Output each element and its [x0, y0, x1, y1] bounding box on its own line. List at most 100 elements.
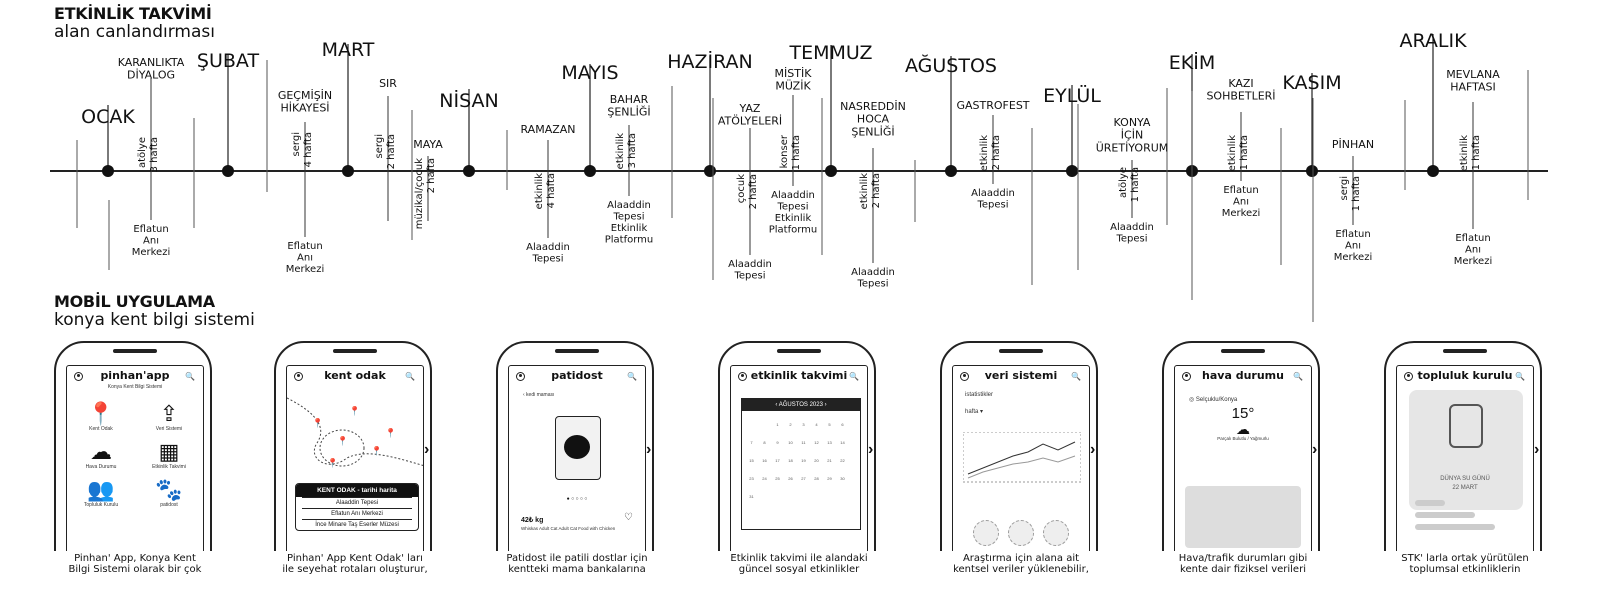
heart-icon[interactable]: ♡: [624, 512, 633, 523]
calendar-day[interactable]: 20: [814, 458, 819, 463]
user-icon[interactable]: [1404, 372, 1413, 381]
user-icon[interactable]: [1182, 372, 1191, 381]
user-icon[interactable]: [74, 372, 83, 381]
user-icon[interactable]: [294, 372, 303, 381]
calendar-day[interactable]: 22: [840, 458, 845, 463]
calendar-day[interactable]: 5: [828, 422, 831, 427]
calendar-day[interactable]: 9: [776, 440, 779, 445]
tag-pill-3[interactable]: [1415, 524, 1495, 530]
calendar-day[interactable]: [810, 487, 823, 498]
search-icon[interactable]: 🔍: [627, 372, 637, 381]
calendar-day[interactable]: 29: [827, 476, 832, 481]
search-icon[interactable]: 🔍: [185, 372, 195, 381]
calendar-day[interactable]: 14: [840, 440, 845, 445]
filter-dropdown[interactable]: hafta ▾: [965, 409, 984, 415]
calendar-day[interactable]: 21: [827, 458, 832, 463]
search-icon[interactable]: 🔍: [1293, 372, 1303, 381]
next-arrow-icon[interactable]: ›: [424, 441, 430, 458]
next-arrow-icon[interactable]: ›: [1312, 441, 1318, 458]
app-tile-2[interactable]: ⇪Veri Sistemi: [135, 402, 203, 433]
calendar-day[interactable]: 30: [840, 476, 845, 481]
calendar-day[interactable]: 18: [788, 458, 793, 463]
app-tile-6[interactable]: 🐾patidost: [135, 478, 203, 509]
carousel-dots[interactable]: ● ○ ○ ○ ○: [566, 496, 588, 502]
search-icon[interactable]: 🔍: [1071, 372, 1081, 381]
search-icon[interactable]: 🔍: [849, 372, 859, 381]
app-tile-1[interactable]: 📍Kent Odak: [67, 402, 135, 433]
calendar-day[interactable]: 6: [841, 422, 844, 427]
calendar-prev-icon[interactable]: ‹: [775, 402, 779, 408]
next-arrow-icon[interactable]: ›: [1534, 441, 1540, 458]
map-pin-icon[interactable]: 📍: [371, 446, 383, 456]
calendar-day[interactable]: 7: [750, 440, 753, 445]
app-body: Konya Kent Bilgi Sistemi📍Kent Odak⇪Veri …: [67, 384, 203, 551]
app-grid: 📍Kent Odak⇪Veri Sistemi☁Hava Durumu▦Etki…: [67, 402, 203, 509]
calendar-day[interactable]: 23: [749, 476, 754, 481]
calendar-day[interactable]: [758, 505, 771, 516]
user-icon[interactable]: [738, 372, 747, 381]
calendar-day[interactable]: 26: [788, 476, 793, 481]
line-chart: [962, 431, 1082, 492]
tag-pill-2[interactable]: [1415, 512, 1475, 518]
app-tile-4[interactable]: ▦Etkinlik Takvimi: [135, 439, 203, 471]
calendar-day[interactable]: 11: [801, 440, 806, 445]
calendar-day[interactable]: 12: [814, 440, 819, 445]
calendar-day[interactable]: 8: [763, 440, 766, 445]
calendar-day[interactable]: 1: [776, 422, 779, 427]
calendar-day[interactable]: 3: [802, 422, 805, 427]
temperature: 15°: [1231, 405, 1255, 422]
calendar-day[interactable]: [771, 487, 784, 498]
map-pin-icon[interactable]: 📍: [337, 436, 349, 446]
calendar-day[interactable]: 15: [749, 458, 754, 463]
calendar-day[interactable]: 31: [749, 494, 754, 499]
back-link[interactable]: ‹ kedi maması: [523, 392, 555, 398]
calendar-day[interactable]: 17: [775, 458, 780, 463]
calendar-next-icon[interactable]: ›: [822, 402, 827, 408]
calendar-day[interactable]: [758, 415, 771, 426]
event-duration-7: 2 hafta: [748, 174, 759, 209]
tag-pill-1[interactable]: [1415, 500, 1445, 506]
search-icon[interactable]: 🔍: [1515, 372, 1525, 381]
calendar-day[interactable]: [745, 415, 758, 426]
calendar-day[interactable]: 4: [815, 422, 818, 427]
calendar-day[interactable]: 2: [789, 422, 792, 427]
map-pin-icon[interactable]: 📍: [349, 406, 361, 416]
next-arrow-icon[interactable]: ›: [868, 441, 874, 458]
calendar-day[interactable]: [784, 487, 797, 498]
calendar-day[interactable]: [823, 487, 836, 498]
calendar-day[interactable]: [836, 487, 849, 498]
calendar-day[interactable]: 13: [827, 440, 832, 445]
calendar-day[interactable]: [758, 487, 771, 498]
calendar-day[interactable]: 19: [801, 458, 806, 463]
calendar-day[interactable]: 10: [788, 440, 793, 445]
next-arrow-icon[interactable]: ›: [646, 441, 652, 458]
calendar-day[interactable]: 27: [801, 476, 806, 481]
map-pin-icon[interactable]: 📍: [385, 428, 397, 438]
calendar-day[interactable]: [797, 487, 810, 498]
map-pin-icon[interactable]: 📍: [327, 458, 339, 468]
app-icon-4: ▦: [158, 439, 180, 464]
map-pin-icon[interactable]: 📍: [312, 418, 324, 428]
calendar-header: ‹ AĞUSTOS 2023 ›: [742, 399, 860, 411]
app-tile-5[interactable]: 👥Topluluk Kurulu: [67, 478, 135, 509]
user-icon[interactable]: [960, 372, 969, 381]
calendar-day[interactable]: 16: [762, 458, 767, 463]
next-arrow-icon[interactable]: ›: [1090, 441, 1096, 458]
calendar-day[interactable]: 24: [762, 476, 767, 481]
user-icon[interactable]: [516, 372, 525, 381]
map-panel-item-1[interactable]: Alaaddin Tepesi: [302, 497, 412, 508]
calendar-day[interactable]: [745, 505, 758, 516]
calendar-day[interactable]: 28: [814, 476, 819, 481]
map-panel-item-3[interactable]: İnce Minare Taş Eserler Müzesi: [302, 519, 412, 530]
map-panel-item-2[interactable]: Eflatun Anı Merkezi: [302, 508, 412, 519]
search-icon[interactable]: 🔍: [405, 372, 415, 381]
events-title: ETKİNLİK TAKVİMİ: [54, 4, 212, 23]
app-tile-3[interactable]: ☁Hava Durumu: [67, 440, 135, 471]
calendar-day[interactable]: 25: [775, 476, 780, 481]
